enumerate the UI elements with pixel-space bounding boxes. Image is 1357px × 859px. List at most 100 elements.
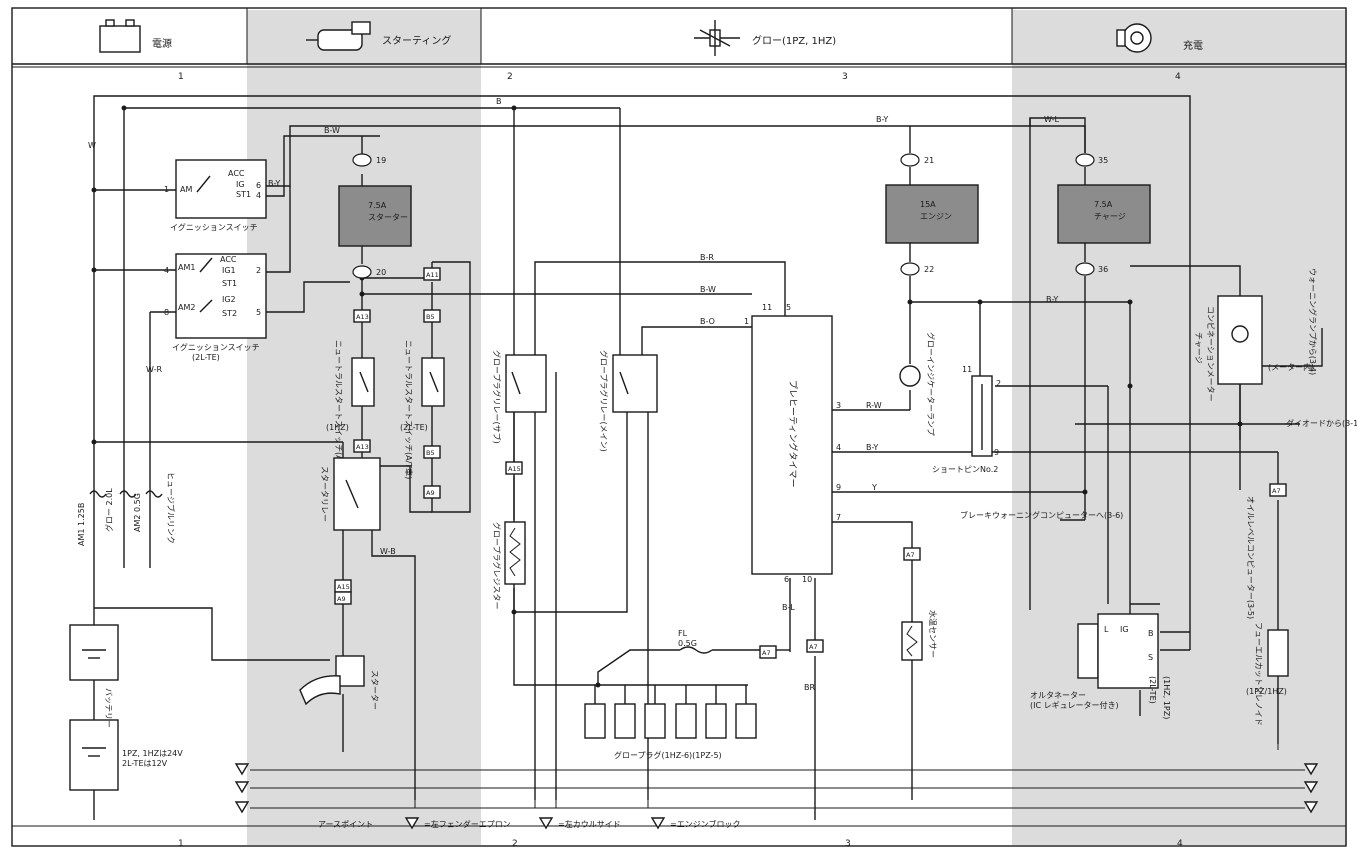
svg-text:AM2: AM2 bbox=[178, 303, 195, 312]
svg-text:スターター: スターター bbox=[368, 213, 408, 222]
svg-text:グローインジケーターランプ: グローインジケーターランプ bbox=[926, 332, 936, 436]
svg-text:A13: A13 bbox=[356, 313, 369, 321]
notes: ウォーニングランプから(3-4) ダイオードから(3-1)(8-2) ブレーキウ… bbox=[960, 268, 1357, 619]
svg-text:水温センサー: 水温センサー bbox=[928, 610, 938, 658]
svg-text:5: 5 bbox=[256, 308, 261, 317]
header-starting: スターティング bbox=[382, 34, 451, 47]
col-num-1-top: 1 bbox=[178, 72, 184, 82]
svg-text:B-W: B-W bbox=[700, 285, 716, 294]
svg-text:7: 7 bbox=[836, 513, 841, 522]
svg-text:36: 36 bbox=[1098, 265, 1108, 274]
col-num-2-bottom: 2 bbox=[512, 839, 518, 849]
svg-text:W: W bbox=[88, 141, 96, 150]
svg-text:B-O: B-O bbox=[700, 317, 715, 326]
svg-text:35: 35 bbox=[1098, 156, 1108, 165]
svg-text:5: 5 bbox=[786, 303, 791, 312]
svg-text:A15: A15 bbox=[508, 465, 521, 473]
svg-text:(2L-TE): (2L-TE) bbox=[1148, 676, 1157, 704]
wires bbox=[93, 95, 1323, 820]
header-glow: グロー(1PZ, 1HZ) bbox=[752, 34, 836, 47]
svg-text:=エンジンブロック: =エンジンブロック bbox=[670, 819, 740, 829]
glow-resistor: グロープラグレジスター bbox=[492, 521, 526, 610]
svg-text:W-B: W-B bbox=[380, 547, 396, 556]
svg-text:B-Y: B-Y bbox=[268, 179, 280, 188]
svg-text:W-L: W-L bbox=[1044, 115, 1059, 124]
svg-text:9: 9 bbox=[836, 483, 841, 492]
svg-text:S: S bbox=[1148, 653, 1153, 662]
svg-text:6: 6 bbox=[256, 181, 261, 190]
frame bbox=[11, 7, 1347, 847]
svg-text:IG2: IG2 bbox=[222, 295, 236, 304]
col-num-3-bottom: 3 bbox=[845, 839, 851, 849]
svg-text:B-Y: B-Y bbox=[866, 443, 878, 452]
svg-text:IG1: IG1 bbox=[222, 266, 236, 275]
svg-text:(1PZ/1HZ): (1PZ/1HZ) bbox=[1246, 687, 1287, 696]
col-num-3-top: 3 bbox=[842, 72, 848, 82]
svg-text:グロープラグレジスター: グロープラグレジスター bbox=[492, 522, 502, 610]
ignition-switch-2lte: AM1 ACC IG1 ST1 AM2 IG2 ST2 4 2 8 5 イグニッ… bbox=[164, 253, 267, 362]
col-num-4-top: 4 bbox=[1175, 72, 1181, 82]
wire-color-labels: B W B-W B-Y B-Y B-R B-O B-W W-R W-B R-W … bbox=[88, 97, 1059, 692]
svg-text:1: 1 bbox=[744, 317, 749, 326]
fuse-starter: 7.5A スターター 19 20 bbox=[338, 153, 412, 279]
svg-text:A7: A7 bbox=[762, 649, 771, 657]
alternator-icon bbox=[1116, 23, 1152, 53]
col-num-1-bottom: 1 bbox=[178, 839, 184, 849]
svg-text:チャージ: チャージ bbox=[1194, 332, 1203, 364]
svg-text:A7: A7 bbox=[809, 643, 818, 651]
svg-text:6: 6 bbox=[784, 575, 789, 584]
svg-text:2: 2 bbox=[996, 379, 1001, 388]
svg-text:(2L-TE): (2L-TE) bbox=[192, 353, 220, 362]
fuse-engine: 15A エンジン 21 22 bbox=[885, 153, 979, 276]
svg-text:9: 9 bbox=[994, 448, 999, 457]
svg-text:B5: B5 bbox=[426, 449, 435, 457]
svg-text:オルタネーター: オルタネーター bbox=[1030, 691, 1086, 700]
svg-text:グロープラグ(1HZ-6)(1PZ-5): グロープラグ(1HZ-6)(1PZ-5) bbox=[614, 750, 722, 760]
svg-text:B-Y: B-Y bbox=[1046, 295, 1058, 304]
glow-relay-sub: グロープラグリレー(サブ) bbox=[492, 350, 547, 444]
svg-text:8: 8 bbox=[164, 308, 169, 317]
header-charging: 充電 bbox=[1183, 39, 1203, 52]
starter-motor-icon bbox=[306, 21, 371, 51]
svg-text:ニュートラルスタートスイッチ(A/T車): ニュートラルスタートスイッチ(A/T車) bbox=[334, 340, 344, 479]
col-num-2-top: 2 bbox=[507, 72, 513, 82]
svg-text:B: B bbox=[1148, 629, 1154, 638]
battery-icon bbox=[99, 19, 141, 53]
svg-text:A7: A7 bbox=[1272, 487, 1281, 495]
svg-text:4: 4 bbox=[164, 266, 169, 275]
svg-text:(IC レギュレーター付き): (IC レギュレーター付き) bbox=[1030, 700, 1119, 710]
svg-text:アースポイント: アースポイント bbox=[318, 820, 373, 829]
svg-text:22: 22 bbox=[924, 265, 934, 274]
svg-text:ヒュージブルリンク: ヒュージブルリンク bbox=[166, 472, 176, 544]
battery: バッテリー 1PZ, 1HZは24V 2L-TEは12V bbox=[69, 624, 183, 791]
svg-text:ST2: ST2 bbox=[222, 309, 237, 318]
svg-text:A13: A13 bbox=[356, 443, 369, 451]
fusible-links: AM1 1.25B グロー 2.0L AM2 0.5G ヒュージブルリンク bbox=[77, 472, 176, 546]
svg-text:7.5A: 7.5A bbox=[368, 201, 387, 210]
preheating-timer: プレヒーティングタイマー 1 11 5 3 4 9 7 6 10 bbox=[744, 303, 841, 584]
alternator: L IG B S オルタネーター (IC レギュレーター付き) (2L-TE) … bbox=[1030, 613, 1171, 719]
svg-text:グロー 2.0L: グロー 2.0L bbox=[104, 488, 114, 532]
combination-meter: コンビネーションメーター チャージ (メーター内) bbox=[1194, 295, 1314, 402]
svg-text:1: 1 bbox=[164, 185, 169, 194]
neutral-switch-2lte: ニュートラルスタートスイッチ(A/T車) (2L-TE) bbox=[400, 340, 445, 479]
svg-text:バッテリー: バッテリー bbox=[104, 688, 113, 728]
svg-text:A9: A9 bbox=[426, 489, 435, 497]
svg-text:20: 20 bbox=[376, 268, 386, 277]
water-temp-sensor: 水温センサー bbox=[901, 610, 938, 661]
svg-text:11: 11 bbox=[762, 303, 772, 312]
svg-text:BR: BR bbox=[804, 683, 815, 692]
svg-text:1PZ, 1HZは24V: 1PZ, 1HZは24V bbox=[122, 749, 183, 758]
svg-text:B-Y: B-Y bbox=[876, 115, 888, 124]
svg-text:B5: B5 bbox=[426, 313, 435, 321]
glow-plug-icon bbox=[694, 20, 740, 56]
svg-text:7.5A: 7.5A bbox=[1094, 200, 1113, 209]
svg-text:IG: IG bbox=[1120, 625, 1129, 634]
svg-text:11: 11 bbox=[962, 365, 972, 374]
svg-text:15A: 15A bbox=[920, 200, 936, 209]
col-num-4-bottom: 4 bbox=[1177, 839, 1183, 849]
svg-text:ニュートラルスタートスイッチ(A/T車): ニュートラルスタートスイッチ(A/T車) bbox=[404, 340, 414, 479]
ignition-switch-label: イグニッションスイッチ bbox=[170, 222, 258, 232]
svg-text:19: 19 bbox=[376, 156, 386, 165]
